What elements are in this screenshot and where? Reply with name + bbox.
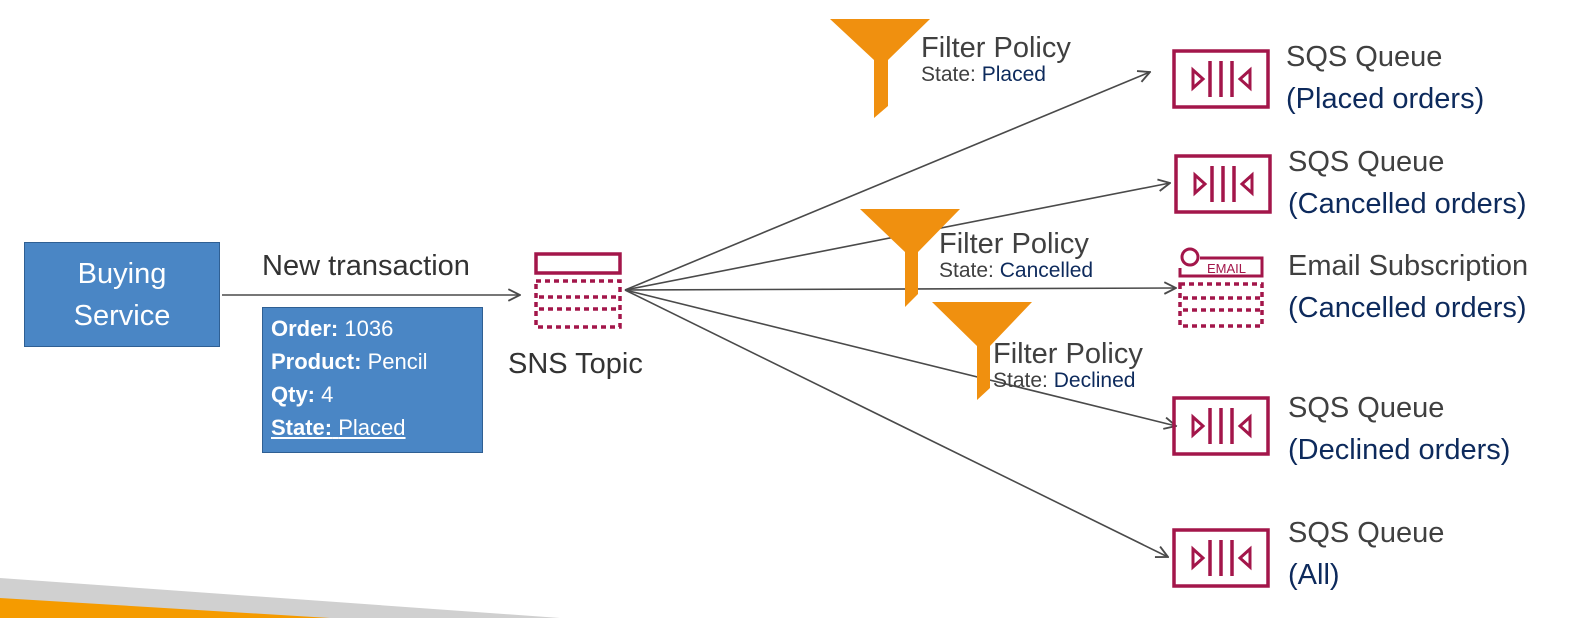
filter-policy-state-value: Placed	[981, 63, 1046, 86]
sqs-queue-icon-all[interactable]	[1172, 528, 1270, 588]
payload-row-order: Order: 1036	[271, 316, 394, 341]
destination-sqs-cancelled: SQS Queue(Cancelled orders)	[1288, 146, 1527, 220]
destination-email-cancelled: Email Subscription(Cancelled orders)	[1288, 250, 1529, 324]
payload-row-state: State: Placed	[271, 415, 406, 440]
email-icon-label: EMAIL	[1207, 261, 1246, 276]
sqs-queue-icon-cancelled[interactable]	[1174, 154, 1272, 214]
email-subscription-icon[interactable]: EMAIL	[1178, 247, 1264, 328]
destination-sqs-declined: SQS Queue(Declined orders)	[1288, 392, 1511, 466]
filter-policy-title: Filter Policy	[939, 228, 1089, 260]
footer-orange-band	[0, 598, 330, 618]
funnel-icon	[932, 302, 1032, 400]
buying-service-label-2: Service	[73, 299, 171, 332]
filter-policy-title: Filter Policy	[921, 32, 1071, 64]
filter-policy-state-value: Cancelled	[999, 259, 1094, 282]
funnel-icon	[830, 19, 930, 118]
message-label: New transaction	[262, 250, 470, 282]
payload-row-product: Product: Pencil	[271, 349, 428, 374]
fanout-arrow-placed	[624, 72, 1150, 291]
payload-row-qty: Qty: 4	[271, 382, 334, 407]
filter-policy-placed: Filter Policy State: Placed	[921, 32, 1071, 86]
sqs-queue-icon-declined[interactable]	[1172, 396, 1270, 456]
fanout-arrow-cancelled-email	[624, 288, 1176, 290]
destination-sqs-placed: SQS Queue(Placed orders)	[1286, 41, 1485, 115]
sns-topic-icon[interactable]	[534, 252, 622, 329]
fanout-arrow-declined	[624, 289, 1176, 426]
filter-policy-title: Filter Policy	[993, 338, 1143, 370]
fanout-arrow-all	[624, 289, 1168, 557]
funnel-icon	[860, 209, 960, 307]
buying-service-box[interactable]: Buying Service	[24, 242, 220, 347]
sns-topic-label: SNS Topic	[508, 348, 643, 380]
destination-sqs-all: SQS Queue(All)	[1288, 517, 1445, 591]
buying-service-label-1: Buying	[77, 257, 167, 290]
filter-policy-declined: Filter Policy State: Declined	[993, 338, 1143, 392]
filter-policy-cancelled: Filter Policy State: Cancelled	[939, 228, 1094, 282]
sqs-queue-icon-placed[interactable]	[1172, 49, 1270, 109]
message-payload-box: Order: 1036 Product: Pencil Qty: 4 State…	[262, 307, 483, 453]
filter-policy-state-value: Declined	[1053, 369, 1136, 392]
